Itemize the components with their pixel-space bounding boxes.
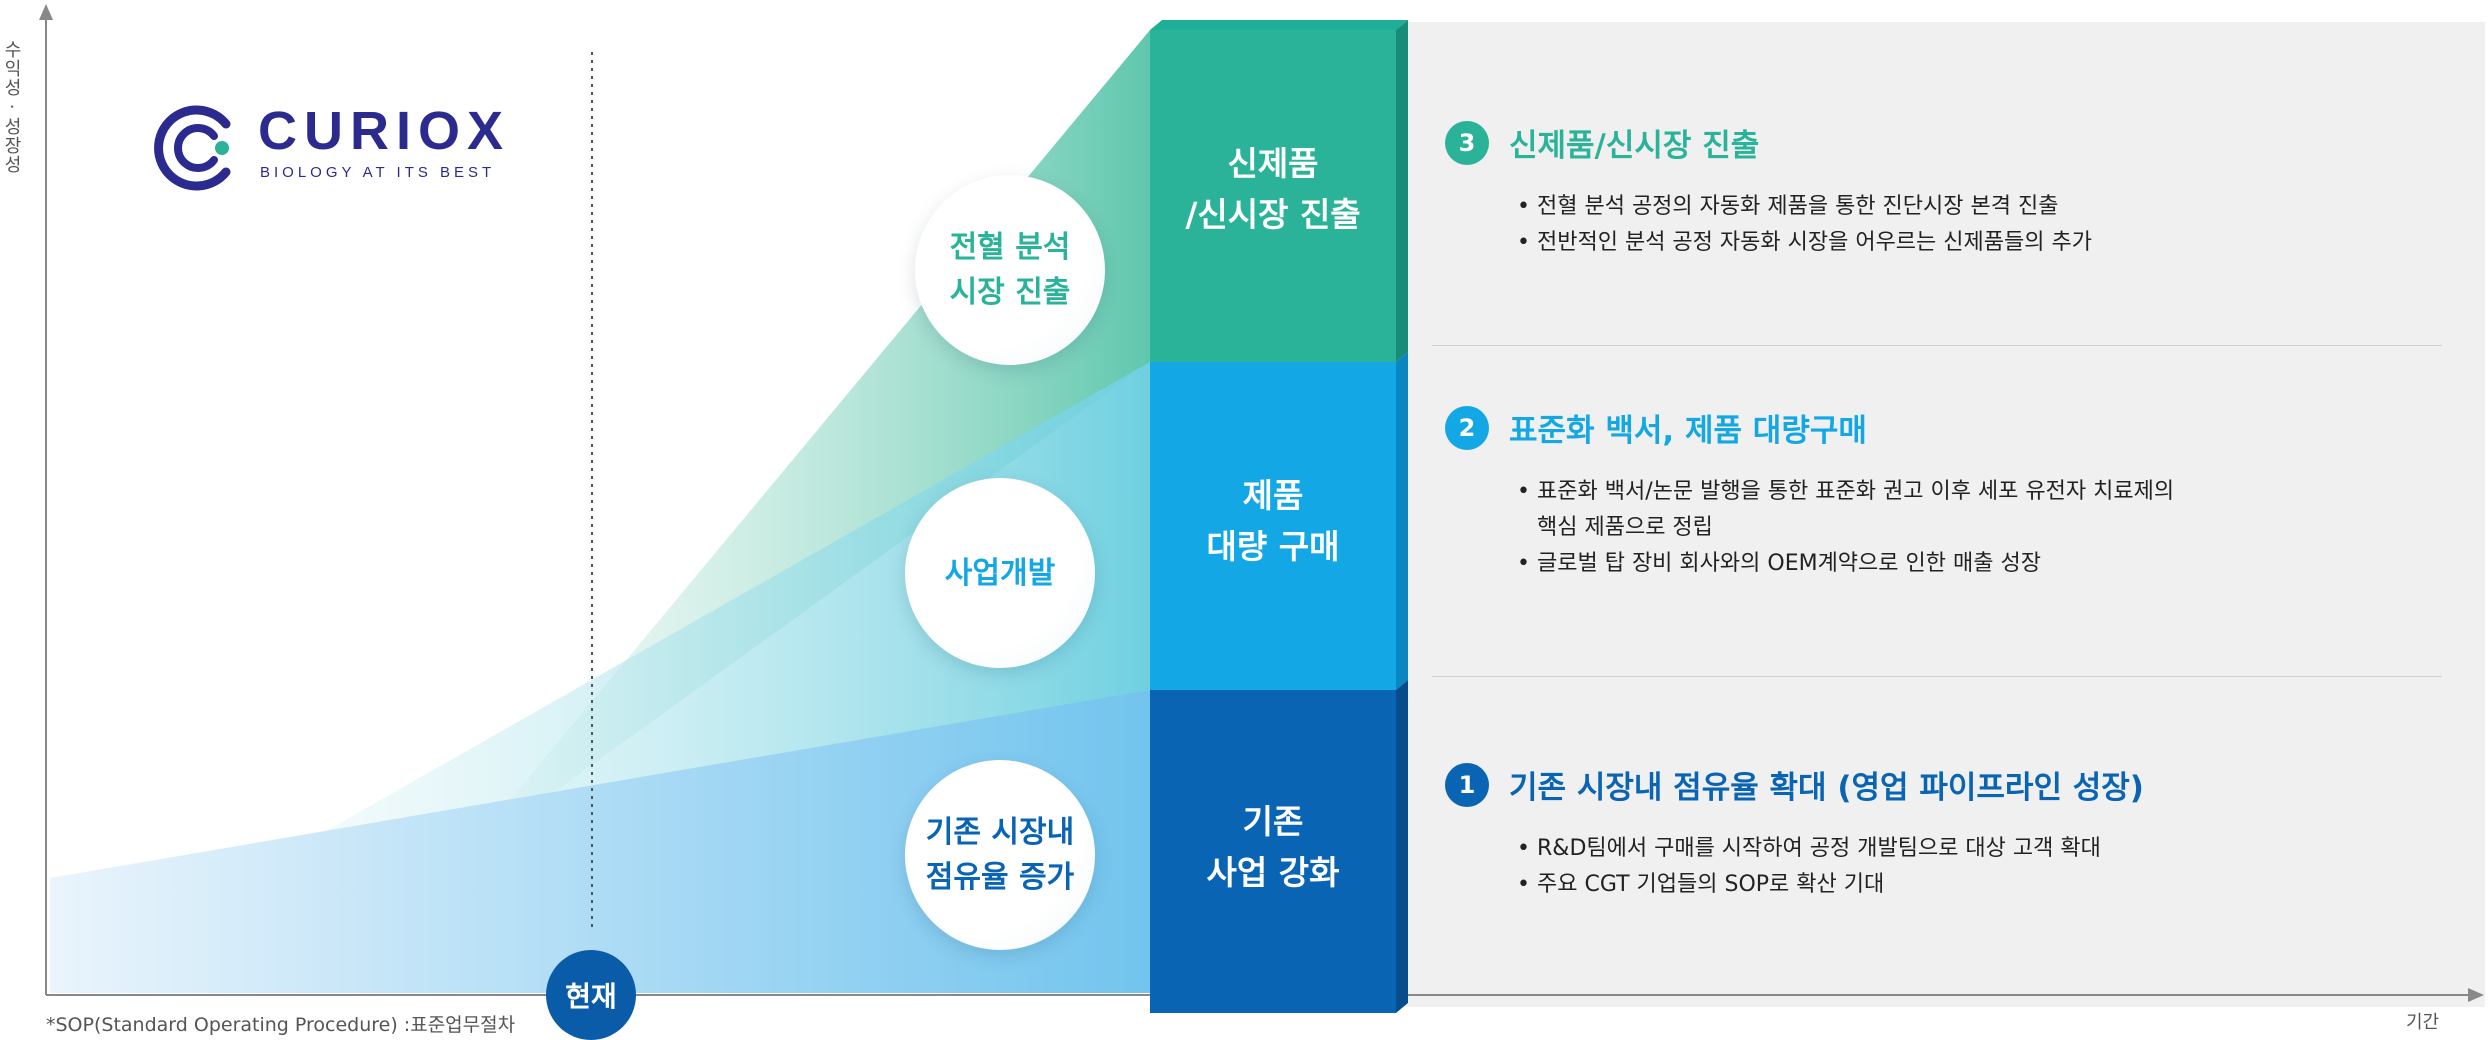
section-2: 2 표준화 백서, 제품 대량구매 표준화 백서/논문 발행을 통한 표준화 권… — [1445, 405, 2455, 582]
pillar-top-3d — [1150, 20, 1408, 30]
bullet: 전반적인 분석 공정 자동화 시장을 어우르는 신제품들의 추가 — [1517, 225, 2455, 261]
section-2-title: 표준화 백서, 제품 대량구매 — [1509, 413, 1867, 449]
bullet: R&D팀에서 구매를 시작하여 공정 개발팀으로 대상 고객 확대 — [1517, 831, 2455, 867]
divider — [1432, 345, 2442, 346]
x-axis-arrow — [2468, 988, 2484, 1002]
pillar-side-blue — [1396, 680, 1408, 1013]
band-bulk-purchase — [240, 362, 1150, 880]
circle-existing-market: 기존 시장내 점유율 증가 — [905, 760, 1095, 950]
bullet: 표준화 백서/논문 발행을 통한 표준화 권고 이후 세포 유전자 치료제의 핵… — [1517, 474, 2455, 546]
y-axis-label: 수익성 · 성장성 — [1, 40, 22, 175]
y-axis-arrow — [39, 4, 53, 20]
divider — [1432, 676, 2442, 677]
bullet: 글로벌 탑 장비 회사와의 OEM계약으로 인한 매출 성장 — [1517, 546, 2455, 582]
footnote: *SOP(Standard Operating Procedure) :표준업무… — [46, 1014, 516, 1036]
section-2-number: 2 — [1445, 405, 1489, 450]
curiox-logo-icon — [154, 105, 231, 191]
section-3-number: 3 — [1445, 120, 1489, 165]
section-1-bullets: R&D팀에서 구매를 시작하여 공정 개발팀으로 대상 고객 확대 주요 CGT… — [1517, 831, 2455, 903]
section-2-heading: 2 표준화 백서, 제품 대량구매 — [1445, 405, 2455, 450]
now-badge: 현재 — [546, 950, 636, 1040]
section-1: 1 기존 시장내 점유율 확대 (영업 파이프라인 성장) R&D팀에서 구매를… — [1445, 762, 2455, 903]
section-3-heading: 3 신제품/신시장 진출 — [1445, 120, 2455, 165]
curiox-logo: CURIOX BIOLOGY AT ITS BEST — [148, 98, 508, 198]
pillar-blue — [1150, 690, 1396, 1013]
section-1-title: 기존 시장내 점유율 확대 (영업 파이프라인 성장) — [1509, 770, 2144, 806]
section-1-heading: 1 기존 시장내 점유율 확대 (영업 파이프라인 성장) — [1445, 762, 2455, 807]
logo-name: CURIOX — [258, 101, 511, 161]
pillar-green — [1150, 30, 1396, 362]
pillar-cyan — [1150, 362, 1396, 690]
circle-business-dev: 사업개발 — [905, 478, 1095, 668]
bullet: 주요 CGT 기업들의 SOP로 확산 기대 — [1517, 867, 2455, 903]
section-3-bullets: 전혈 분석 공정의 자동화 제품을 통한 진단시장 본격 진출 전반적인 분석 … — [1517, 189, 2455, 261]
pillar-label-bulk-purchase: 제품 대량 구매 — [1206, 476, 1340, 567]
pillar-label-new-market: 신제품 /신시장 진출 — [1185, 144, 1361, 235]
pillar-side-cyan — [1396, 352, 1408, 690]
section-1-number: 1 — [1445, 762, 1489, 807]
section-2-bullets: 표준화 백서/논문 발행을 통한 표준화 권고 이후 세포 유전자 치료제의 핵… — [1517, 474, 2455, 582]
section-3-title: 신제품/신시장 진출 — [1509, 128, 1760, 164]
logo-tagline: BIOLOGY AT ITS BEST — [260, 164, 496, 181]
band-existing — [50, 690, 1150, 993]
x-axis-label: 기간 — [2406, 1012, 2440, 1033]
circle-new-market: 전혈 분석 시장 진출 — [915, 175, 1105, 365]
pillar-side-green — [1396, 20, 1408, 362]
bullet: 전혈 분석 공정의 자동화 제품을 통한 진단시장 본격 진출 — [1517, 189, 2455, 225]
section-3: 3 신제품/신시장 진출 전혈 분석 공정의 자동화 제품을 통한 진단시장 본… — [1445, 120, 2455, 261]
pillar-label-existing: 기존 사업 강화 — [1206, 802, 1340, 893]
